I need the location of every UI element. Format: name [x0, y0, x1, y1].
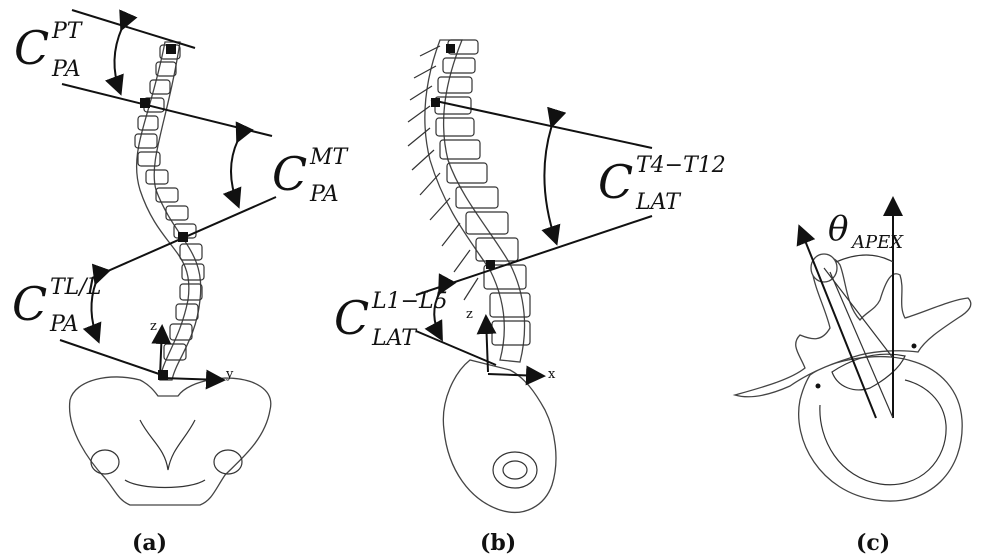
svg-text:PT: PT — [51, 19, 84, 44]
svg-text:TL/L: TL/L — [50, 275, 101, 300]
svg-text:LAT: LAT — [371, 326, 418, 351]
svg-text:C: C — [272, 147, 307, 201]
angle-label-c-t4-t12-lat: C T4−T12 LAT — [598, 153, 726, 215]
angle-label-c-pt-pa: C PT PA — [14, 19, 84, 82]
x-axis-label-b: x — [548, 367, 556, 382]
theta-apex-arc — [836, 255, 893, 262]
t4-line — [431, 100, 652, 148]
panel-a: z y C PT PA C MT PA C TL/L PA (a) — [12, 10, 350, 556]
mt-angle-arc — [231, 140, 238, 205]
svg-text:PA: PA — [51, 57, 81, 82]
t4-t12-angle-arc — [544, 125, 556, 242]
svg-text:θ: θ — [828, 209, 848, 249]
angle-label-c-mt-pa: C MT PA — [272, 145, 350, 207]
svg-text:C: C — [334, 291, 369, 345]
z-axis-label-b: z — [466, 307, 473, 322]
svg-text:T4−T12: T4−T12 — [636, 153, 726, 178]
svg-text:APEX: APEX — [850, 232, 904, 253]
svg-text:C: C — [598, 155, 633, 209]
pt-angle-arc — [114, 28, 122, 92]
angle-label-c-tll-pa: C TL/L PA — [12, 275, 101, 337]
z-axis-label-a: z — [150, 319, 157, 334]
tll-lower-line — [60, 340, 162, 375]
caption-a: (a) — [132, 530, 167, 556]
z-axis-arrow-a — [160, 328, 162, 376]
pt-upper-line — [72, 10, 195, 48]
svg-text:C: C — [12, 277, 47, 331]
t12-l1-line — [416, 216, 652, 295]
spine-frontal-drawing — [135, 42, 204, 380]
svg-text:LAT: LAT — [635, 190, 682, 215]
caption-c: (c) — [856, 530, 890, 556]
pelvis-frontal-drawing — [70, 377, 271, 505]
y-axis-label-a: y — [225, 367, 234, 382]
l5-line — [416, 331, 496, 365]
vertebra-axial-drawing — [735, 254, 971, 501]
pelvis-lateral-drawing — [443, 360, 556, 512]
svg-text:MT: MT — [309, 145, 350, 170]
svg-text:PA: PA — [309, 182, 339, 207]
svg-text:L1−L5: L1−L5 — [371, 289, 448, 314]
svg-text:C: C — [14, 21, 49, 75]
panel-c: θ APEX (c) — [735, 200, 971, 556]
angle-label-c-l1-l5-lat: C L1−L5 LAT — [334, 289, 448, 351]
caption-b: (b) — [480, 530, 516, 556]
svg-text:PA: PA — [49, 312, 79, 337]
panel-b: z x C T4−T12 LAT C L1−L5 LAT (b) — [334, 40, 726, 556]
